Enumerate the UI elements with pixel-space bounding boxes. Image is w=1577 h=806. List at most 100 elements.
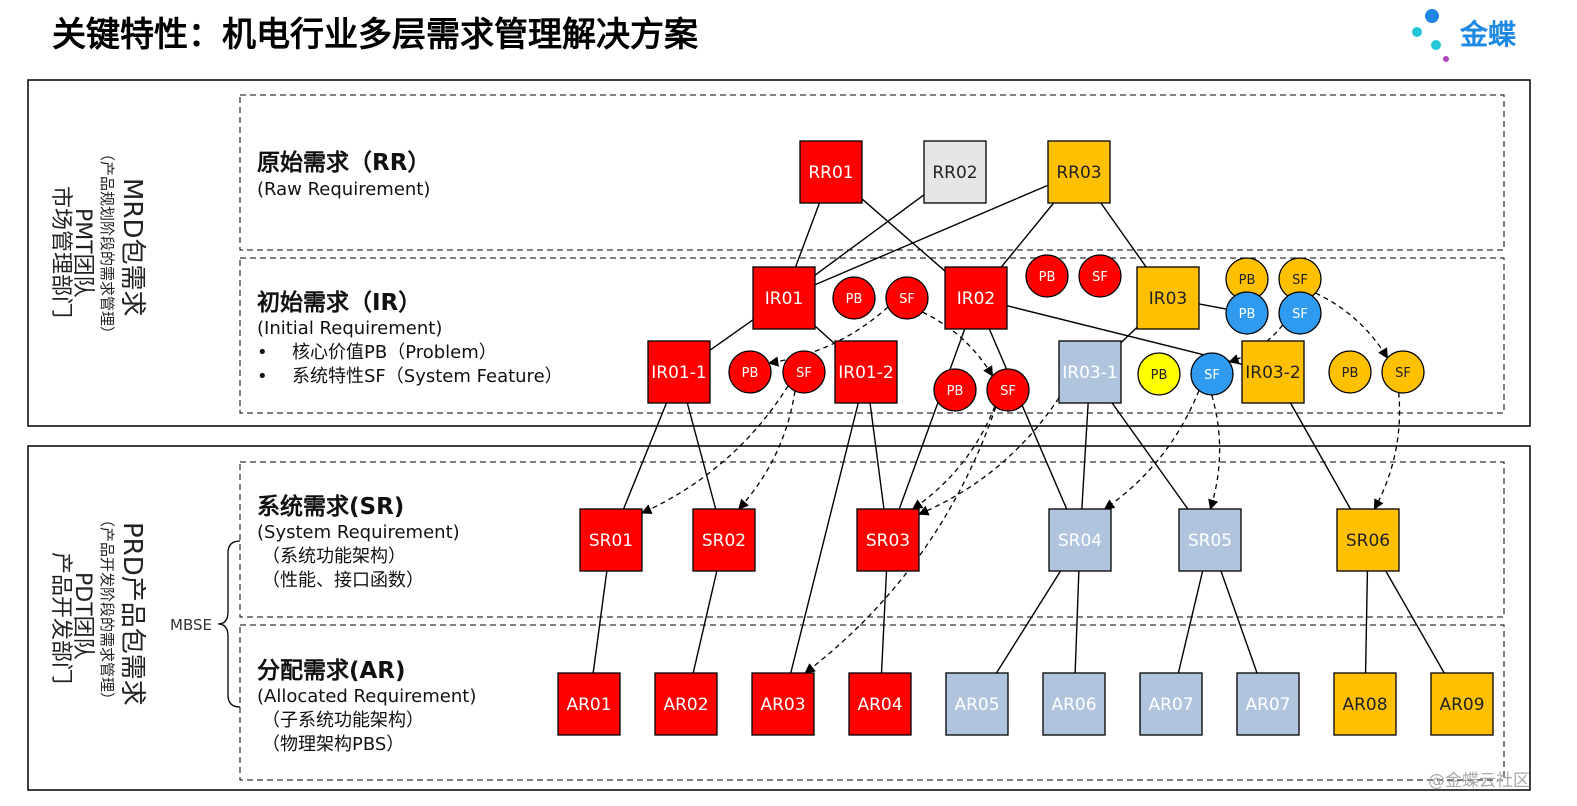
dashed-edge-c12-AR03 <box>804 406 997 674</box>
node-box <box>799 140 863 204</box>
edge-IR02-SR03 <box>898 328 966 510</box>
edge-IR01-IR01-1 <box>709 319 754 351</box>
edge-IR03-1-SR05 <box>1111 402 1189 510</box>
node-box <box>1178 508 1242 572</box>
ir-bullet-2: 系统特性SF（System Feature） <box>292 366 563 387</box>
circle-label: SF <box>899 292 915 307</box>
edge-SR06-AR09 <box>1385 570 1445 674</box>
node-box <box>848 672 912 736</box>
node-ar07b: AR07 <box>1236 672 1300 736</box>
prd-team: PDT团队 <box>70 572 95 660</box>
node-ir03: IR03 <box>1136 266 1200 330</box>
node-ar07a: AR07 <box>1139 672 1203 736</box>
node-box <box>654 672 718 736</box>
node-ar04: AR04 <box>848 672 912 736</box>
dashed-edge-c2-c9 <box>767 306 889 367</box>
circle-label: PB <box>846 292 863 307</box>
edge-SR03-AR04 <box>880 570 888 674</box>
edge-SR02-AR02 <box>692 570 718 674</box>
edge-IR03-2-SR06 <box>1289 402 1352 510</box>
ir-bullet-dot: • <box>257 366 268 387</box>
edge-IR01-2-AR03 <box>790 402 859 674</box>
feature-circle-pb: PB <box>1328 350 1372 394</box>
feature-circle-sf: SF <box>782 350 826 394</box>
ar-sub: (Allocated Requirement) <box>257 686 476 707</box>
sr-title: 系统需求(SR) <box>257 493 404 520</box>
ir-bullet-dot: • <box>257 342 268 363</box>
edge-IR03-1-SR04 <box>1081 402 1089 510</box>
kingdee-logo: 金蝶 <box>1412 9 1517 62</box>
circle-shape <box>885 276 929 320</box>
node-rr03: RR03 <box>1047 140 1111 204</box>
node-box <box>1336 508 1400 572</box>
circle-label: SF <box>1292 307 1308 322</box>
node-label: SR02 <box>702 531 746 551</box>
node-label: SR04 <box>1058 531 1102 551</box>
node-label: AR08 <box>1342 695 1387 715</box>
circle-label: PB <box>1151 368 1168 383</box>
edge-SR04-AR05 <box>995 570 1062 674</box>
prd-sub: （产品开发阶段的需求管理） <box>98 512 116 707</box>
ar-layer <box>239 624 1505 781</box>
node-label: IR03-1 <box>1062 363 1117 383</box>
dashed-edge-c14-SR04 <box>1103 390 1200 510</box>
circle-shape <box>933 368 977 412</box>
ir-sub: (Initial Requirement) <box>257 318 442 339</box>
node-box <box>752 266 816 330</box>
edge-IR01-1-SR02 <box>686 402 717 510</box>
circle-label: SF <box>1204 368 1220 383</box>
node-ir01-1: IR01-1 <box>647 340 711 404</box>
ar-note-1: （子系统功能架构） <box>262 710 424 731</box>
circle-shape <box>832 276 876 320</box>
mrd-side-label: MRD包需求 （产品规划阶段的需求管理） PMT团队 市场管理部门 <box>48 146 147 341</box>
feature-circle-pb: PB <box>1025 254 1069 298</box>
edges-layer <box>592 184 1445 674</box>
node-label: AR07 <box>1148 695 1193 715</box>
node-ir02: IR02 <box>944 266 1008 330</box>
node-box <box>1236 672 1300 736</box>
node-ar05: AR05 <box>945 672 1009 736</box>
edge-SR05-AR07a <box>1177 570 1204 674</box>
node-sr03: SR03 <box>856 508 920 572</box>
node-label: SR03 <box>866 531 910 551</box>
mrd-title: MRD包需求 <box>117 178 147 317</box>
circle-label: SF <box>1092 270 1108 285</box>
edge-RR03-IR03 <box>1100 202 1147 268</box>
feature-circle-pb: PB <box>832 276 876 320</box>
node-ar03: AR03 <box>751 672 815 736</box>
page-title: 关键特性：机电行业多层需求管理解决方案 <box>52 15 699 55</box>
feature-circle-sf: SF <box>1278 291 1322 335</box>
circle-label: SF <box>796 366 812 381</box>
node-sr04: SR04 <box>1048 508 1112 572</box>
edge-IR01-2-SR03 <box>869 402 885 510</box>
node-label: IR01-2 <box>838 363 893 383</box>
feature-circle-sf: SF <box>1078 254 1122 298</box>
circle-shape <box>728 350 772 394</box>
circle-label: SF <box>1292 273 1308 288</box>
edge-IR02-SR04 <box>988 328 1068 510</box>
node-rr02: RR02 <box>923 140 987 204</box>
prd-title: PRD产品包需求 <box>117 522 147 706</box>
node-label: AR07 <box>1245 695 1290 715</box>
mrd-panel <box>27 79 1531 427</box>
circle-shape <box>1137 352 1181 396</box>
edge-IR03-IR03-1 <box>1120 326 1138 344</box>
ar-note-2: （物理架构PBS） <box>262 734 404 755</box>
node-label: AR03 <box>760 695 805 715</box>
node-ar02: AR02 <box>654 672 718 736</box>
circle-label: SF <box>1000 384 1016 399</box>
edge-RR03-IR02 <box>1000 202 1055 268</box>
mrd-team: PMT团队 <box>70 208 95 298</box>
node-box <box>1048 508 1112 572</box>
node-box <box>923 140 987 204</box>
node-ar06: AR06 <box>1042 672 1106 736</box>
circle-label: PB <box>1239 307 1256 322</box>
circle-label: PB <box>1039 270 1056 285</box>
feature-circle-sf: SF <box>1381 350 1425 394</box>
node-box <box>1241 340 1305 404</box>
node-label: SR06 <box>1346 531 1390 551</box>
mbse-brace: MBSE <box>170 540 241 708</box>
node-box <box>1333 672 1397 736</box>
